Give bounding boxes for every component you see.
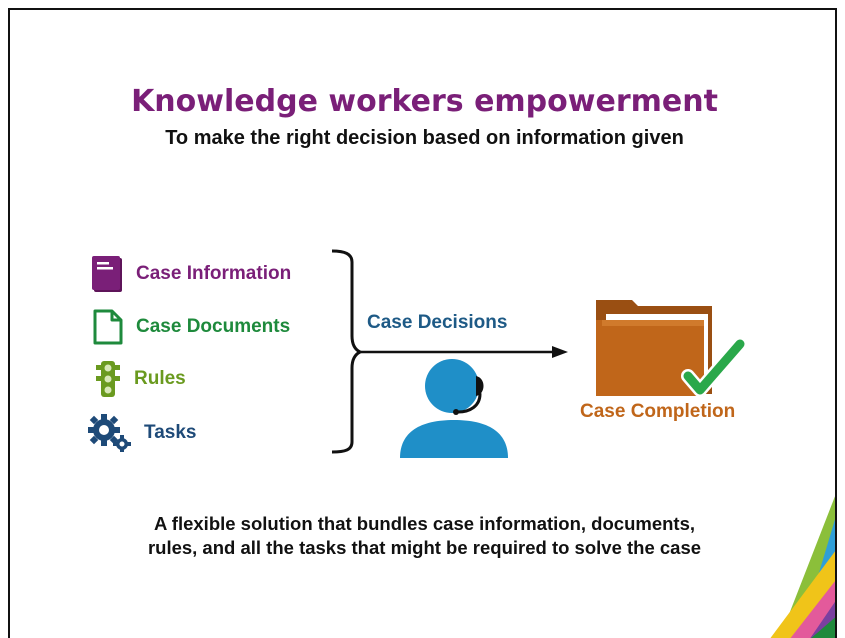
bracket-arrow-connector xyxy=(331,249,568,454)
input-case-documents: Case Documents xyxy=(92,308,290,346)
bottom-description: A flexible solution that bundles case in… xyxy=(10,512,835,560)
document-icon xyxy=(92,308,124,346)
input-label: Case Documents xyxy=(136,316,291,337)
slide: Knowledge workers empowerment To make th… xyxy=(8,8,837,638)
input-rules: Rules xyxy=(94,360,186,398)
page-title: Knowledge workers empowerment xyxy=(131,84,718,119)
book-icon xyxy=(90,254,124,294)
case-completion-label: Case Completion xyxy=(580,401,736,422)
bottom-line-2: rules, and all the tasks that might be r… xyxy=(147,537,702,558)
input-label: Tasks xyxy=(144,422,197,443)
traffic-light-icon xyxy=(94,360,122,398)
folder-check-icon xyxy=(592,292,752,412)
case-decisions-label: Case Decisions xyxy=(367,312,508,333)
bottom-line-1: A flexible solution that bundles case in… xyxy=(153,513,696,534)
input-tasks: Tasks xyxy=(88,414,196,452)
decorative-ribbon-corner xyxy=(770,496,835,638)
subtitle: To make the right decision based on info… xyxy=(165,127,684,149)
gears-icon xyxy=(88,414,132,452)
input-label: Rules xyxy=(134,368,186,389)
input-case-information: Case Information xyxy=(90,254,291,294)
input-label: Case Information xyxy=(136,263,292,284)
headset-agent-icon xyxy=(396,354,512,463)
